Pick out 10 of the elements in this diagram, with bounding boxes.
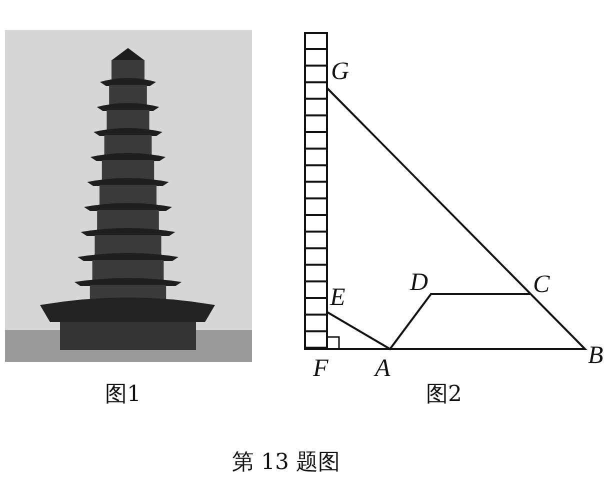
point-label: F: [313, 356, 328, 381]
point-label: A: [375, 356, 390, 381]
caption: 第 13 题图: [232, 452, 340, 474]
figure-caption: 图2: [426, 384, 462, 406]
figure-caption: 图1: [105, 384, 141, 406]
point-label: D: [410, 270, 428, 295]
point-label: G: [331, 59, 350, 84]
point-label: E: [330, 285, 346, 310]
point-label: B: [588, 343, 604, 368]
point-label: C: [533, 272, 550, 297]
